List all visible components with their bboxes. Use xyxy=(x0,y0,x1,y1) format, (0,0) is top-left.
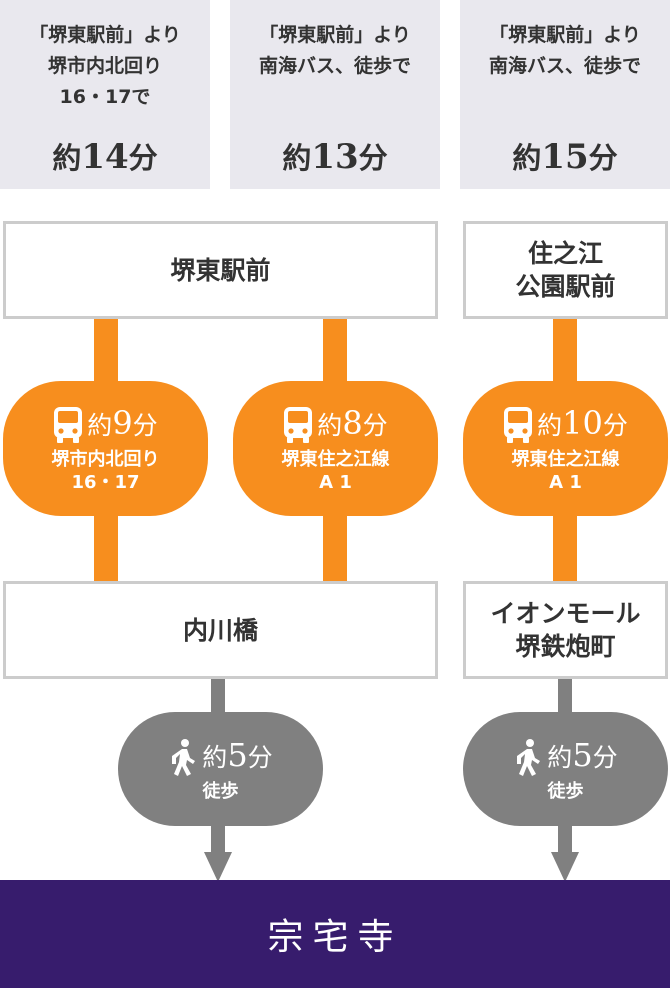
arrow-down-icon xyxy=(204,852,232,882)
time-prefix: 約 xyxy=(512,141,542,175)
time-value: 14 xyxy=(81,137,129,177)
time-value: 15 xyxy=(541,137,589,177)
time-prefix: 約 xyxy=(317,411,343,440)
label-line: 堺東住之江線 xyxy=(281,449,390,470)
label-line: A 1 xyxy=(319,472,352,493)
station-name: 堺東駅前 xyxy=(170,255,271,285)
bus-icon xyxy=(504,406,533,443)
station-name: 内川橋 xyxy=(182,615,258,645)
route-summary-3: 「堺東駅前」より 南海バス、徒歩で 約15分 xyxy=(460,0,670,189)
time-unit: 分 xyxy=(132,411,158,440)
bus-line-label: 堺東住之江線 A 1 xyxy=(282,448,390,494)
bus-leg-2: 約8分 堺東住之江線 A 1 xyxy=(233,381,438,516)
route-summary-description: 「堺東駅前」より 堺市内北回り 16・17で xyxy=(0,20,210,113)
walking-person-icon xyxy=(517,738,541,776)
time-prefix: 約 xyxy=(52,141,82,175)
time-unit: 分 xyxy=(592,743,618,772)
time-value: 13 xyxy=(311,137,359,177)
time-value: 5 xyxy=(227,736,248,774)
route-summary-description: 「堺東駅前」より 南海バス、徒歩で xyxy=(230,20,440,82)
station-name: 住之江 xyxy=(527,239,603,268)
route-total-time: 約15分 xyxy=(460,135,670,177)
label-line: 16・17 xyxy=(71,472,140,493)
walk-leg-2: 約5分 徒歩 xyxy=(463,712,668,826)
summary-line: 南海バス、徒歩で xyxy=(488,55,641,77)
summary-line: 「堺東駅前」より xyxy=(489,24,641,46)
route-summary-1: 「堺東駅前」より 堺市内北回り 16・17で 約14分 xyxy=(0,0,210,189)
station-sakaihigashi: 堺東駅前 xyxy=(3,221,438,319)
station-name: 堺鉄炮町 xyxy=(515,632,616,661)
time-prefix: 約 xyxy=(537,411,563,440)
bus-icon xyxy=(54,406,83,443)
walk-label: 徒歩 xyxy=(547,781,584,802)
time-value: 10 xyxy=(562,404,603,442)
summary-line: 南海バス、徒歩で xyxy=(258,55,411,77)
summary-line: 16・17で xyxy=(59,86,151,108)
bus-line-label: 堺東住之江線 A 1 xyxy=(512,448,620,494)
time-unit: 分 xyxy=(247,743,273,772)
time-prefix: 約 xyxy=(282,141,312,175)
arrow-down-icon xyxy=(551,852,579,882)
station-name: イオンモール xyxy=(490,599,641,628)
time-unit: 分 xyxy=(588,141,618,175)
walking-person-icon xyxy=(172,738,196,776)
leg-time: 約5分 xyxy=(202,735,272,778)
leg-time: 約9分 xyxy=(87,403,157,446)
station-uchikawabashi: 内川橋 xyxy=(3,581,438,679)
label-line: 堺市内北回り xyxy=(51,449,160,470)
time-value: 5 xyxy=(572,736,593,774)
time-value: 9 xyxy=(112,404,133,442)
label-line: 堺東住之江線 xyxy=(511,449,620,470)
route-summary-description: 「堺東駅前」より 南海バス、徒歩で xyxy=(460,20,670,82)
walk-label: 徒歩 xyxy=(202,781,239,802)
destination-name: 宗宅寺 xyxy=(267,917,403,958)
walk-leg-1: 約5分 徒歩 xyxy=(118,712,323,826)
time-unit: 分 xyxy=(602,411,628,440)
label-line: A 1 xyxy=(549,472,582,493)
leg-time: 約5分 xyxy=(547,735,617,778)
time-unit: 分 xyxy=(362,411,388,440)
time-prefix: 約 xyxy=(87,411,113,440)
summary-line: 堺市内北回り xyxy=(47,55,162,77)
time-value: 8 xyxy=(342,404,363,442)
route-total-time: 約13分 xyxy=(230,135,440,177)
bus-line-label: 堺市内北回り 16・17 xyxy=(52,448,160,494)
station-name: 公園駅前 xyxy=(515,272,616,301)
time-unit: 分 xyxy=(128,141,158,175)
time-prefix: 約 xyxy=(202,743,228,772)
route-summary-2: 「堺東駅前」より 南海バス、徒歩で 約13分 xyxy=(230,0,440,189)
summary-line: 「堺東駅前」より xyxy=(29,24,181,46)
leg-time: 約8分 xyxy=(317,403,387,446)
route-total-time: 約14分 xyxy=(0,135,210,177)
leg-time: 約10分 xyxy=(537,403,628,446)
summary-line: 「堺東駅前」より xyxy=(259,24,411,46)
bus-leg-1: 約9分 堺市内北回り 16・17 xyxy=(3,381,208,516)
station-suminoe-koen: 住之江 公園駅前 xyxy=(463,221,668,319)
time-prefix: 約 xyxy=(547,743,573,772)
time-unit: 分 xyxy=(358,141,388,175)
destination-banner: 宗宅寺 xyxy=(0,880,670,988)
bus-icon xyxy=(284,406,313,443)
bus-leg-3: 約10分 堺東住之江線 A 1 xyxy=(463,381,668,516)
station-aeon-mall: イオンモール 堺鉄炮町 xyxy=(463,581,668,679)
